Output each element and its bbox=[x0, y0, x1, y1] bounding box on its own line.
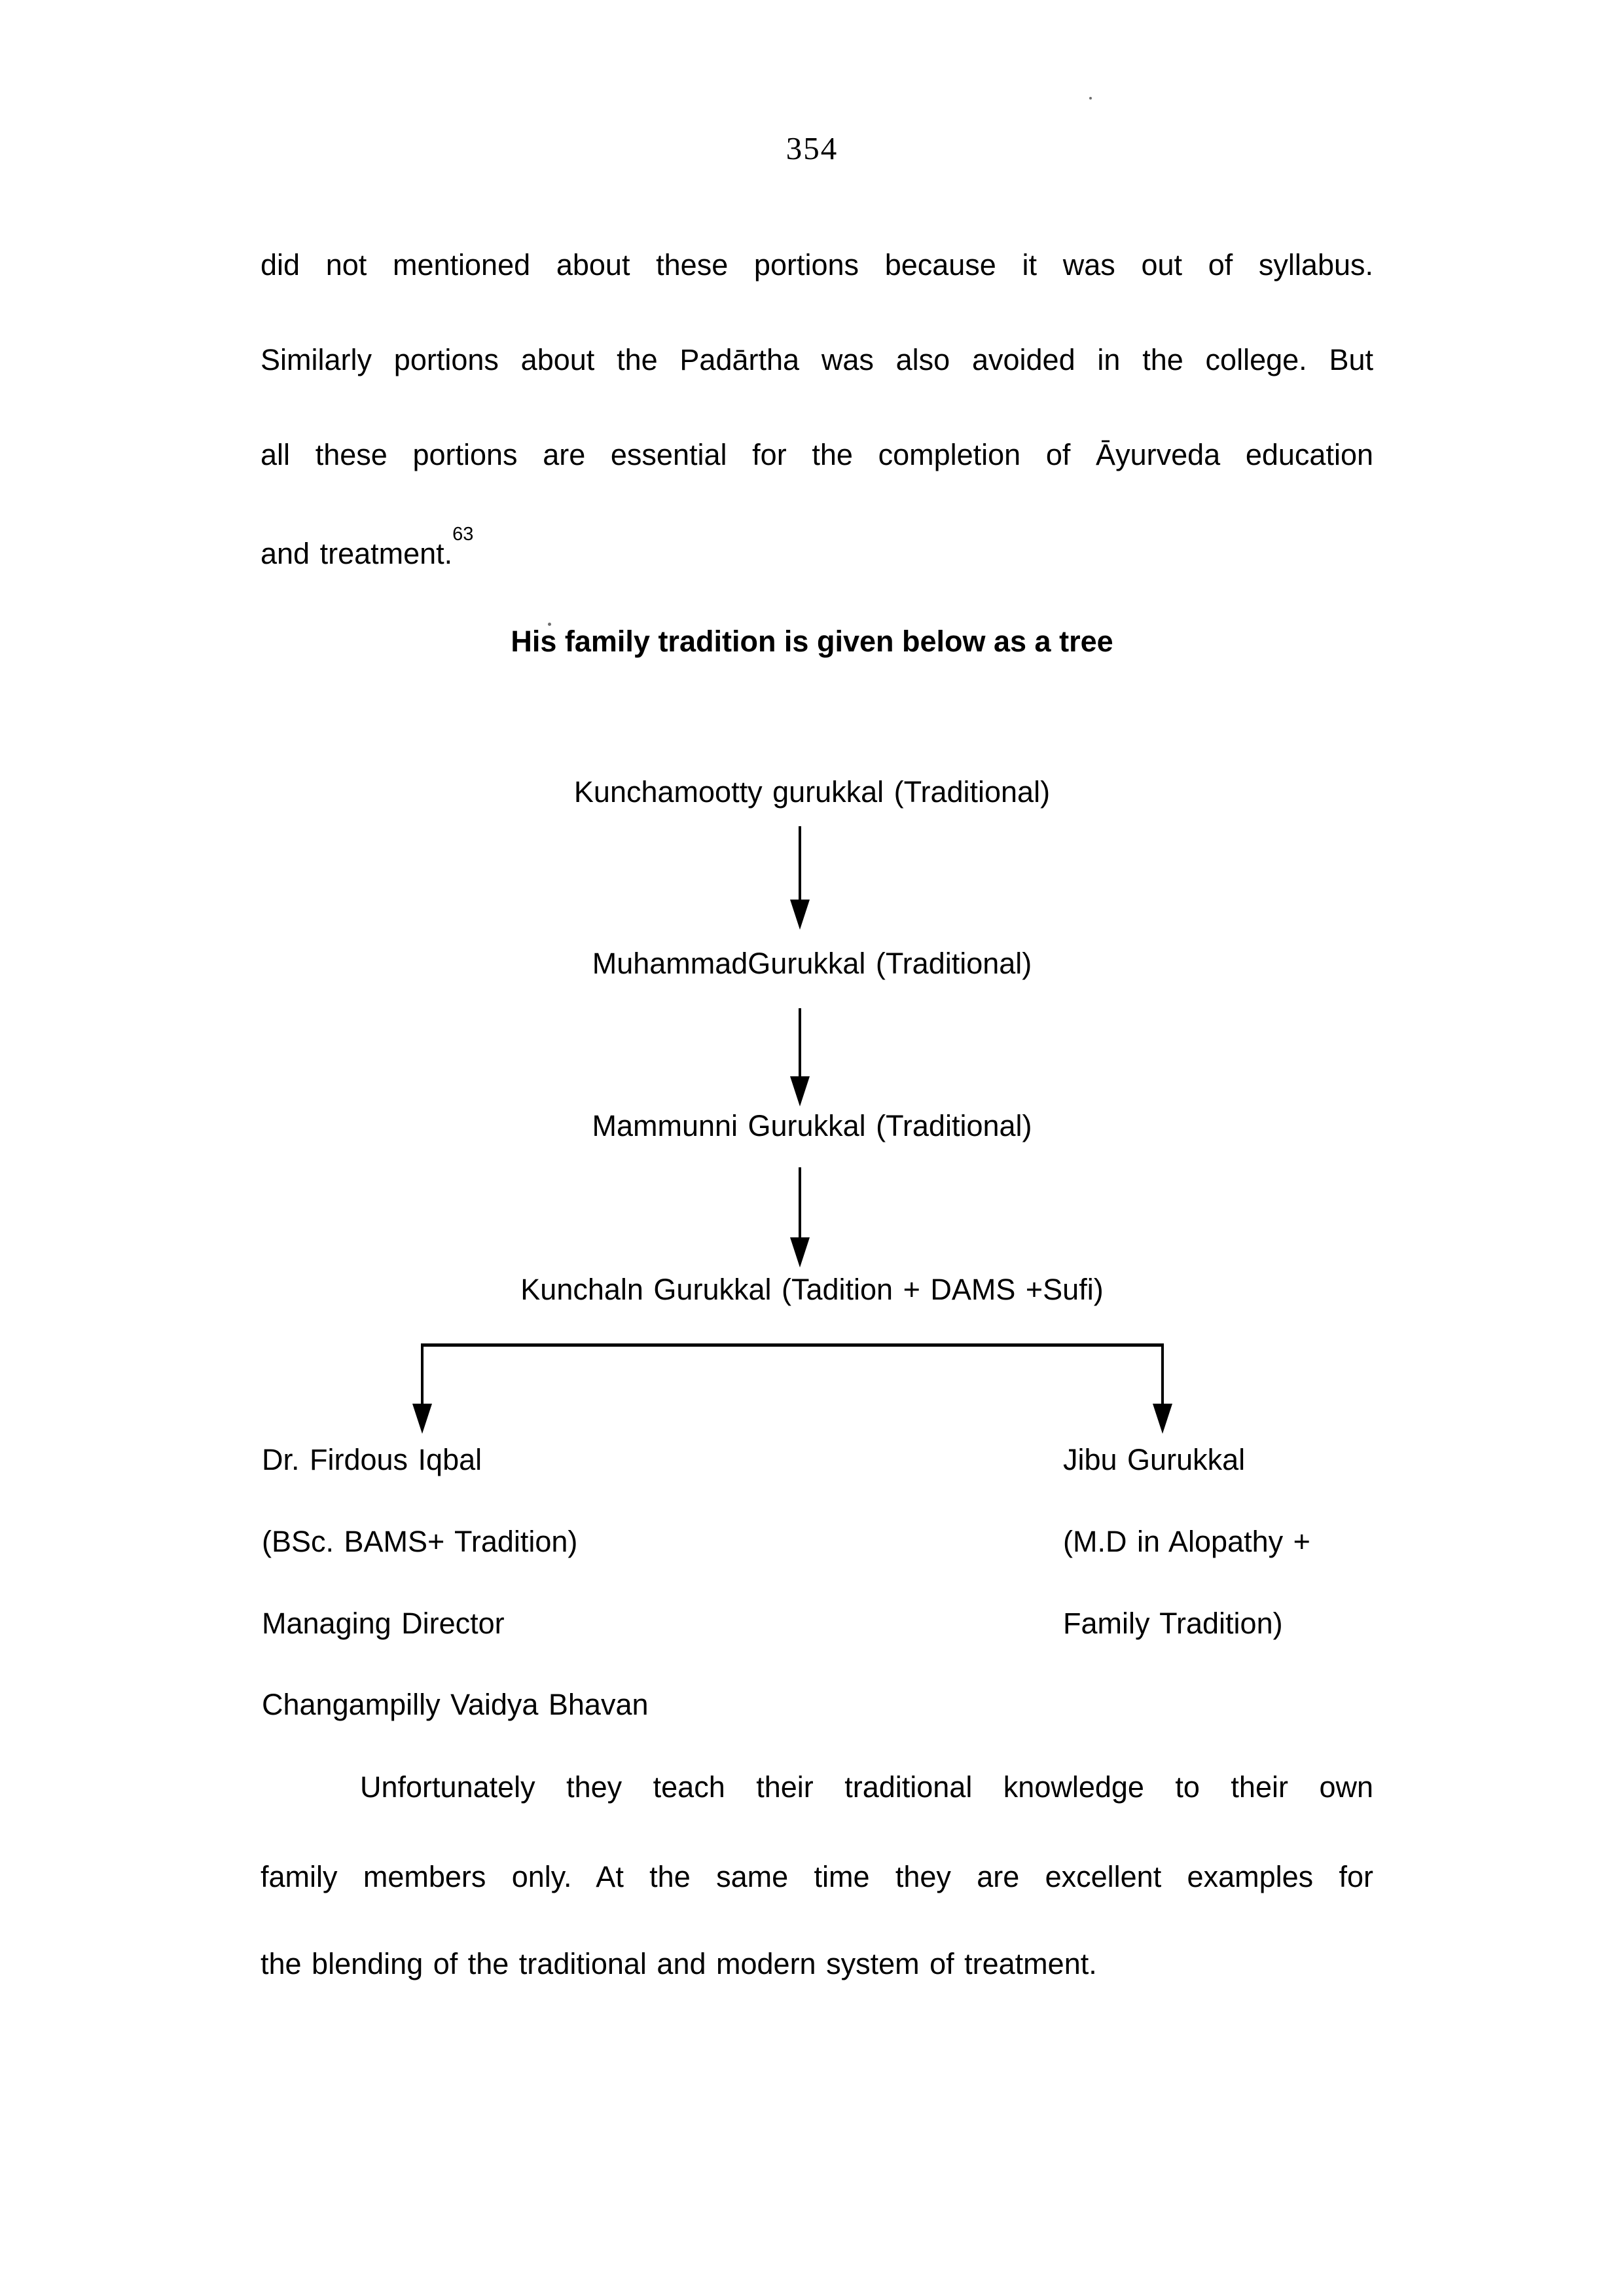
branch-horizontal-line bbox=[422, 1343, 1164, 1347]
paragraph-line: all these portions are essential for the… bbox=[261, 438, 1373, 471]
arrow-shaft bbox=[799, 826, 801, 900]
section-heading: His family tradition is given below as a… bbox=[511, 625, 1113, 658]
down-arrow-icon bbox=[1153, 1343, 1172, 1434]
tree-node-generation-3: Mammunni Gurukkal (Traditional) bbox=[592, 1109, 1032, 1142]
paragraph-line: family members only. At the same time th… bbox=[261, 1860, 1373, 1893]
tree-node-generation-4: Kunchaln Gurukkal (Tadition + DAMS +Sufi… bbox=[520, 1273, 1104, 1306]
down-arrow-icon bbox=[790, 1167, 810, 1267]
paragraph-line: and treatment.63 bbox=[261, 524, 1373, 571]
arrow-head bbox=[412, 1404, 432, 1434]
page-number: 354 bbox=[785, 130, 839, 166]
down-arrow-icon bbox=[790, 826, 810, 930]
tree-node-generation-2: MuhammadGurukkal (Traditional) bbox=[592, 947, 1032, 980]
paragraph-line: did not mentioned about these portions b… bbox=[261, 248, 1373, 282]
right-branch-name: Jibu Gurukkal bbox=[1063, 1443, 1246, 1476]
paragraph-line: Similarly portions about the Padārtha wa… bbox=[261, 343, 1373, 376]
left-branch-institution: Changampilly Vaidya Bhavan bbox=[262, 1688, 649, 1721]
arrow-shaft bbox=[1161, 1343, 1164, 1404]
arrow-shaft bbox=[421, 1343, 424, 1404]
arrow-head bbox=[790, 1237, 810, 1267]
arrow-head bbox=[790, 1076, 810, 1106]
down-arrow-icon bbox=[412, 1343, 432, 1434]
arrow-head bbox=[1153, 1404, 1172, 1434]
right-branch-qualification: (M.D in Alopathy + bbox=[1063, 1525, 1310, 1558]
down-arrow-icon bbox=[790, 1008, 810, 1106]
paragraph-line: Unfortunately they teach their tradition… bbox=[360, 1770, 1373, 1804]
scan-speck bbox=[548, 623, 551, 626]
paragraph-text: and treatment. bbox=[261, 537, 453, 570]
footnote-reference: 63 bbox=[452, 524, 474, 545]
arrow-shaft bbox=[799, 1167, 801, 1237]
arrow-shaft bbox=[799, 1008, 801, 1076]
scan-speck bbox=[1089, 97, 1092, 100]
paragraph-line: the blending of the traditional and mode… bbox=[261, 1947, 1097, 1980]
left-branch-role: Managing Director bbox=[262, 1607, 505, 1640]
left-branch-qualification: (BSc. BAMS+ Tradition) bbox=[262, 1525, 578, 1558]
arrow-head bbox=[790, 900, 810, 930]
right-branch-qualification-cont: Family Tradition) bbox=[1063, 1607, 1283, 1640]
tree-node-generation-1: Kunchamootty gurukkal (Traditional) bbox=[573, 775, 1051, 809]
left-branch-name: Dr. Firdous Iqbal bbox=[262, 1443, 482, 1476]
